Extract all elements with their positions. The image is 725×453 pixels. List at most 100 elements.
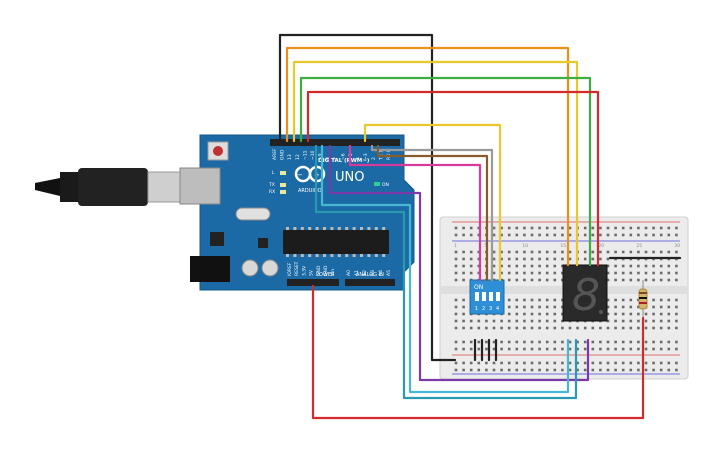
breadboard-hole[interactable] [561, 271, 564, 275]
breadboard-hole[interactable] [583, 368, 587, 372]
breadboard-hole[interactable] [629, 368, 633, 372]
breadboard-hole[interactable] [606, 271, 610, 275]
breadboard-hole[interactable] [530, 250, 534, 254]
breadboard-hole[interactable] [637, 250, 640, 254]
breadboard-hole[interactable] [523, 326, 526, 330]
dip-toggle-2[interactable] [482, 292, 486, 301]
breadboard-hole[interactable] [454, 368, 458, 372]
breadboard-hole[interactable] [591, 233, 595, 237]
breadboard-hole[interactable] [591, 326, 595, 330]
breadboard-hole[interactable] [667, 226, 671, 230]
breadboard-hole[interactable] [538, 368, 541, 372]
breadboard-hole[interactable] [515, 250, 519, 254]
breadboard-hole[interactable] [500, 347, 503, 351]
breadboard-hole[interactable] [599, 226, 602, 230]
breadboard-hole[interactable] [675, 368, 678, 372]
breadboard-hole[interactable] [553, 257, 557, 261]
breadboard-hole[interactable] [523, 319, 526, 323]
breadboard-hole[interactable] [675, 250, 678, 254]
breadboard-hole[interactable] [523, 312, 526, 316]
breadboard-hole[interactable] [561, 257, 564, 261]
breadboard-hole[interactable] [606, 298, 610, 302]
breadboard-hole[interactable] [492, 226, 496, 230]
breadboard-hole[interactable] [675, 264, 678, 268]
breadboard-hole[interactable] [462, 326, 465, 330]
breadboard-hole[interactable] [485, 340, 488, 344]
breadboard-hole[interactable] [492, 347, 496, 351]
breadboard-hole[interactable] [538, 250, 541, 254]
breadboard-hole[interactable] [553, 226, 557, 230]
breadboard-hole[interactable] [523, 305, 526, 309]
breadboard-hole[interactable] [553, 347, 557, 351]
breadboard-hole[interactable] [477, 226, 481, 230]
breadboard-hole[interactable] [545, 250, 549, 254]
breadboard-hole[interactable] [454, 257, 458, 261]
breadboard-hole[interactable] [667, 305, 671, 309]
breadboard-hole[interactable] [469, 368, 473, 372]
breadboard-hole[interactable] [530, 264, 534, 268]
breadboard-hole[interactable] [599, 257, 602, 261]
breadboard-hole[interactable] [530, 368, 534, 372]
breadboard-hole[interactable] [538, 298, 541, 302]
breadboard-hole[interactable] [538, 361, 541, 365]
breadboard-hole[interactable] [568, 368, 572, 372]
breadboard-hole[interactable] [568, 340, 572, 344]
breadboard-hole[interactable] [545, 271, 549, 275]
breadboard-hole[interactable] [675, 347, 678, 351]
breadboard-hole[interactable] [621, 305, 625, 309]
breadboard-hole[interactable] [659, 226, 663, 230]
breadboard-hole[interactable] [545, 233, 549, 237]
breadboard-hole[interactable] [454, 278, 458, 282]
breadboard-hole[interactable] [675, 226, 678, 230]
breadboard-hole[interactable] [614, 271, 617, 275]
breadboard-hole[interactable] [583, 250, 587, 254]
breadboard-hole[interactable] [576, 347, 579, 351]
breadboard-hole[interactable] [621, 271, 625, 275]
breadboard-hole[interactable] [583, 361, 587, 365]
breadboard-hole[interactable] [675, 312, 678, 316]
breadboard-hole[interactable] [667, 264, 671, 268]
breadboard-hole[interactable] [553, 250, 557, 254]
breadboard-hole[interactable] [507, 340, 511, 344]
breadboard-hole[interactable] [545, 278, 549, 282]
breadboard-hole[interactable] [675, 298, 678, 302]
breadboard-hole[interactable] [561, 340, 564, 344]
breadboard-hole[interactable] [659, 326, 663, 330]
breadboard-hole[interactable] [568, 257, 572, 261]
breadboard-hole[interactable] [583, 226, 587, 230]
breadboard-hole[interactable] [614, 278, 617, 282]
breadboard-hole[interactable] [523, 233, 526, 237]
breadboard-hole[interactable] [553, 233, 557, 237]
breadboard-hole[interactable] [507, 305, 511, 309]
breadboard-hole[interactable] [545, 257, 549, 261]
breadboard-hole[interactable] [538, 305, 541, 309]
breadboard-hole[interactable] [469, 319, 473, 323]
breadboard-hole[interactable] [545, 319, 549, 323]
breadboard-hole[interactable] [500, 361, 503, 365]
breadboard-hole[interactable] [614, 312, 617, 316]
breadboard-hole[interactable] [591, 340, 595, 344]
breadboard-hole[interactable] [553, 271, 557, 275]
breadboard-hole[interactable] [606, 305, 610, 309]
breadboard-hole[interactable] [507, 264, 511, 268]
breadboard-hole[interactable] [523, 226, 526, 230]
breadboard-hole[interactable] [500, 368, 503, 372]
breadboard-hole[interactable] [507, 312, 511, 316]
breadboard-hole[interactable] [629, 226, 633, 230]
breadboard-hole[interactable] [553, 264, 557, 268]
breadboard-hole[interactable] [644, 368, 648, 372]
breadboard-hole[interactable] [538, 312, 541, 316]
breadboard-hole[interactable] [599, 361, 602, 365]
breadboard-hole[interactable] [469, 233, 473, 237]
breadboard-hole[interactable] [652, 271, 655, 275]
breadboard-hole[interactable] [675, 326, 678, 330]
breadboard-hole[interactable] [675, 278, 678, 282]
breadboard-hole[interactable] [606, 264, 610, 268]
breadboard-hole[interactable] [538, 257, 541, 261]
breadboard-hole[interactable] [576, 361, 579, 365]
breadboard-hole[interactable] [507, 361, 511, 365]
breadboard-hole[interactable] [530, 319, 534, 323]
breadboard-hole[interactable] [606, 257, 610, 261]
breadboard-hole[interactable] [667, 347, 671, 351]
breadboard-hole[interactable] [675, 271, 678, 275]
